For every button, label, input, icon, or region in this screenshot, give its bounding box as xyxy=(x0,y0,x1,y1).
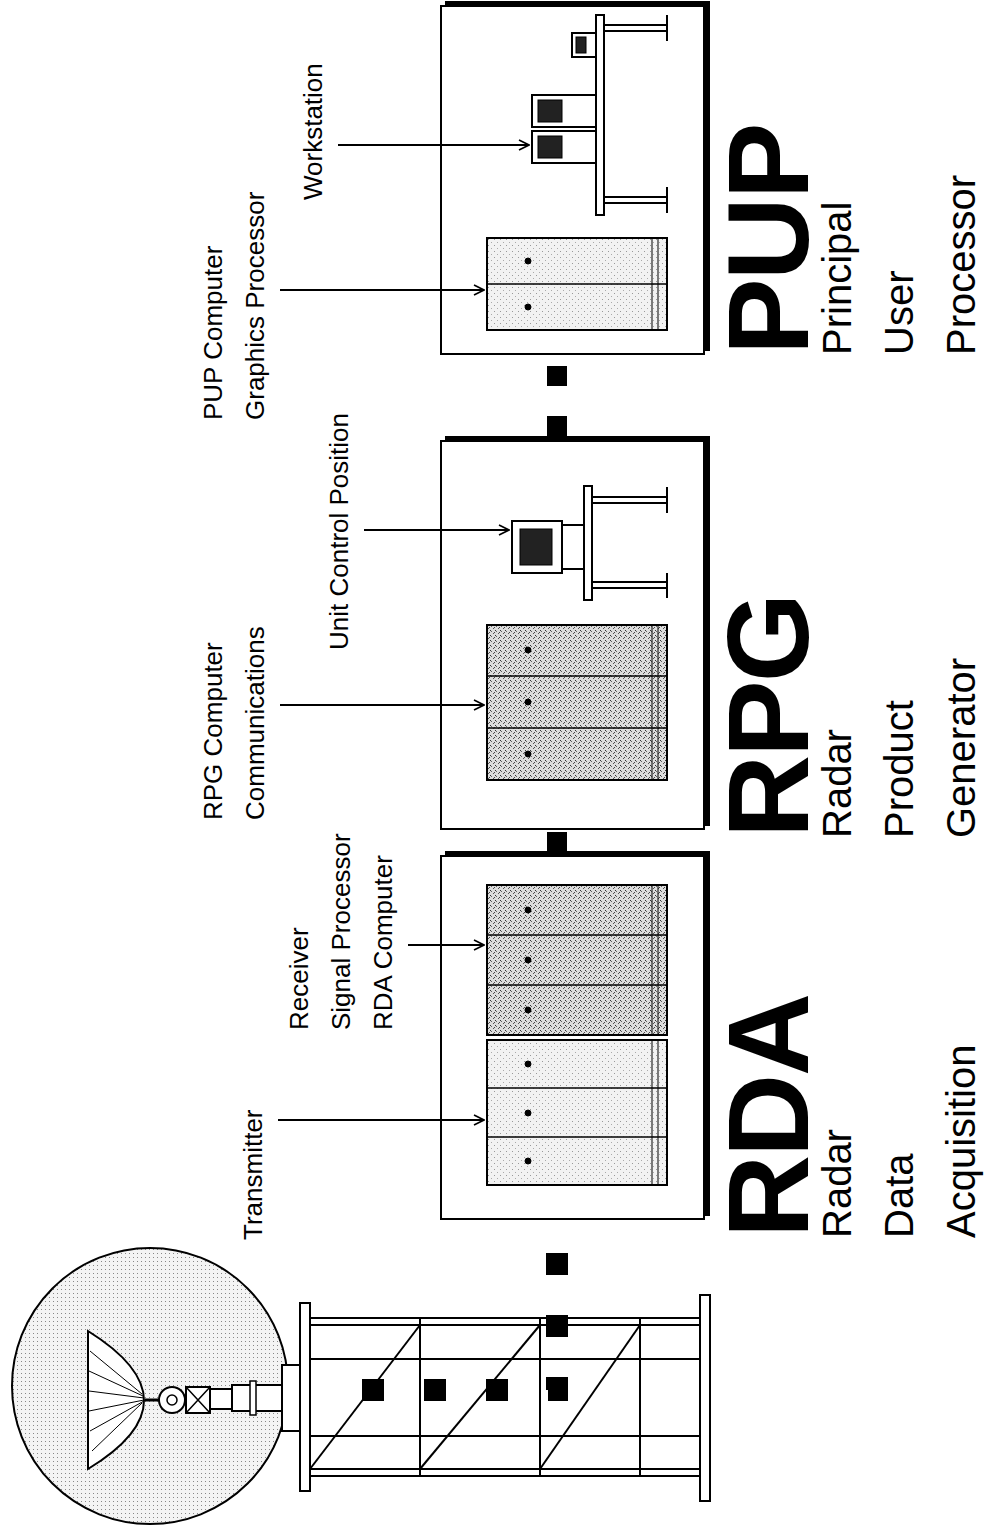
leader-line xyxy=(278,1119,484,1121)
unit-acronym: RDA xyxy=(711,995,826,1238)
leader-line xyxy=(364,529,509,531)
leader-line xyxy=(280,704,484,706)
system-panel: RDARadar Data Acquisition xyxy=(440,855,705,1220)
system-panel: PUPPrincipal User Processor xyxy=(440,5,705,355)
waveguide-link xyxy=(362,1222,557,1390)
workstation-desk xyxy=(532,15,667,215)
unit-name: Principal User Processor xyxy=(806,175,992,355)
unit-acronym: PUP xyxy=(711,125,826,355)
callout-label: Transmitter xyxy=(232,1110,274,1241)
control-desk xyxy=(512,486,667,600)
callout-label: Workstation xyxy=(292,63,334,200)
data-link xyxy=(547,357,567,436)
callout-label: PUP Computer Graphics Processor xyxy=(192,192,276,420)
pup-cabinet xyxy=(487,238,667,330)
radome xyxy=(12,1248,288,1524)
unit-name: Radar Product Generator xyxy=(806,658,992,838)
leader-line xyxy=(408,944,484,946)
leader-line xyxy=(338,144,529,146)
unit-name: Radar Data Acquisition xyxy=(806,1045,992,1238)
callout-label: Receiver Signal Processor RDA Computer xyxy=(278,833,404,1030)
callout-label: RPG Computer Communications xyxy=(192,626,276,820)
receiver-cabinet xyxy=(487,885,667,1035)
leader-line xyxy=(280,289,484,291)
system-panel: RPGRadar Product Generator xyxy=(440,440,705,830)
transmitter-cabinet xyxy=(487,1040,667,1185)
data-link xyxy=(547,832,567,851)
rpg-cabinet xyxy=(487,625,667,780)
callout-label: Unit Control Position xyxy=(318,413,360,650)
unit-acronym: RPG xyxy=(711,595,826,838)
leader-lines xyxy=(278,145,529,1120)
